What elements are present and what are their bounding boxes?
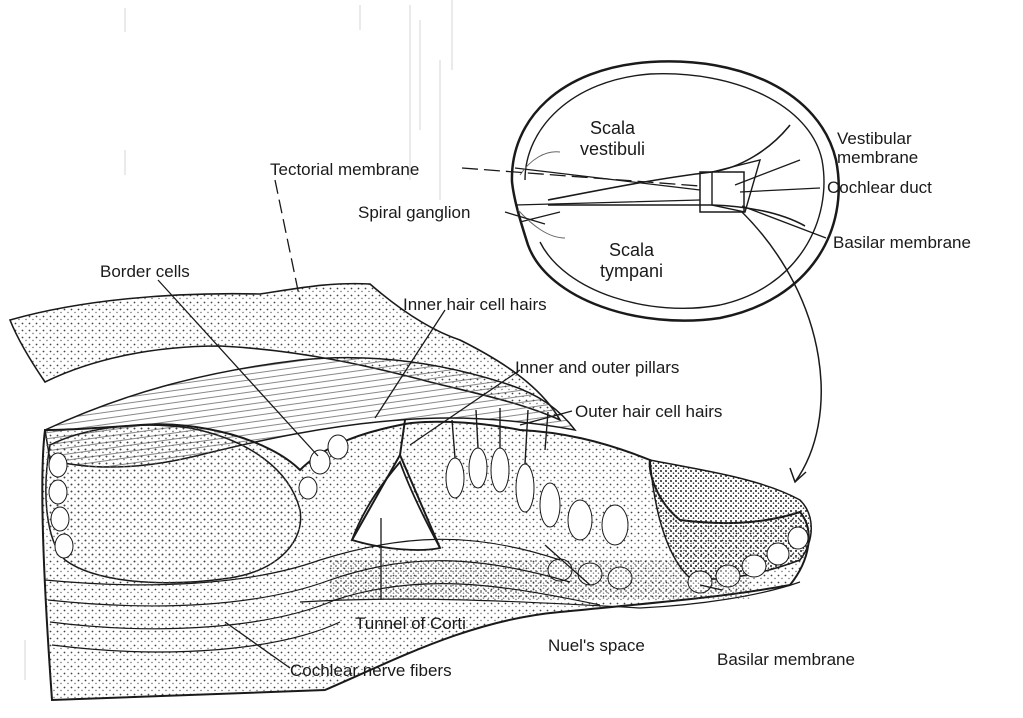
- label-nuels-space: Nuel's space: [548, 636, 645, 655]
- leader-basilar-inset: [742, 206, 826, 238]
- label-inner-hair-cell-hairs: Inner hair cell hairs: [403, 295, 547, 314]
- label-basilar-membrane-main: Basilar membrane: [717, 650, 855, 669]
- label-border-cells: Border cells: [100, 262, 190, 281]
- label-spiral-ganglion: Spiral ganglion: [358, 203, 470, 222]
- spiral-lamina: [515, 168, 700, 222]
- label-cochlear-nerve-fibers: Cochlear nerve fibers: [290, 661, 452, 680]
- organ-of-corti: [10, 284, 811, 700]
- cochlear-duct-triangle: [712, 160, 760, 212]
- label-scala-tympani: Scala tympani: [600, 240, 663, 282]
- cross-section-inner-wall: [525, 74, 824, 309]
- label-cochlear-duct: Cochlear duct: [827, 178, 932, 197]
- label-scala-vestibuli: Scala vestibuli: [580, 118, 645, 160]
- label-basilar-membrane-inset: Basilar membrane: [833, 233, 971, 252]
- cross-section-outline: [512, 61, 839, 320]
- magnify-arrow: [742, 212, 821, 482]
- leader-tectorial: [275, 180, 300, 300]
- label-tunnel-of-corti: Tunnel of Corti: [355, 614, 466, 633]
- label-vestibular-membrane: Vestibular membrane: [837, 129, 918, 167]
- nuels-space-dots: [330, 560, 750, 600]
- leader-spiral-ganglion: [505, 212, 545, 224]
- label-inner-outer-pillars: Inner and outer pillars: [515, 358, 679, 377]
- label-tectorial-membrane: Tectorial membrane: [270, 160, 419, 179]
- leader-tectorial-inset: [462, 168, 700, 186]
- label-outer-hair-cell-hairs: Outer hair cell hairs: [575, 402, 722, 421]
